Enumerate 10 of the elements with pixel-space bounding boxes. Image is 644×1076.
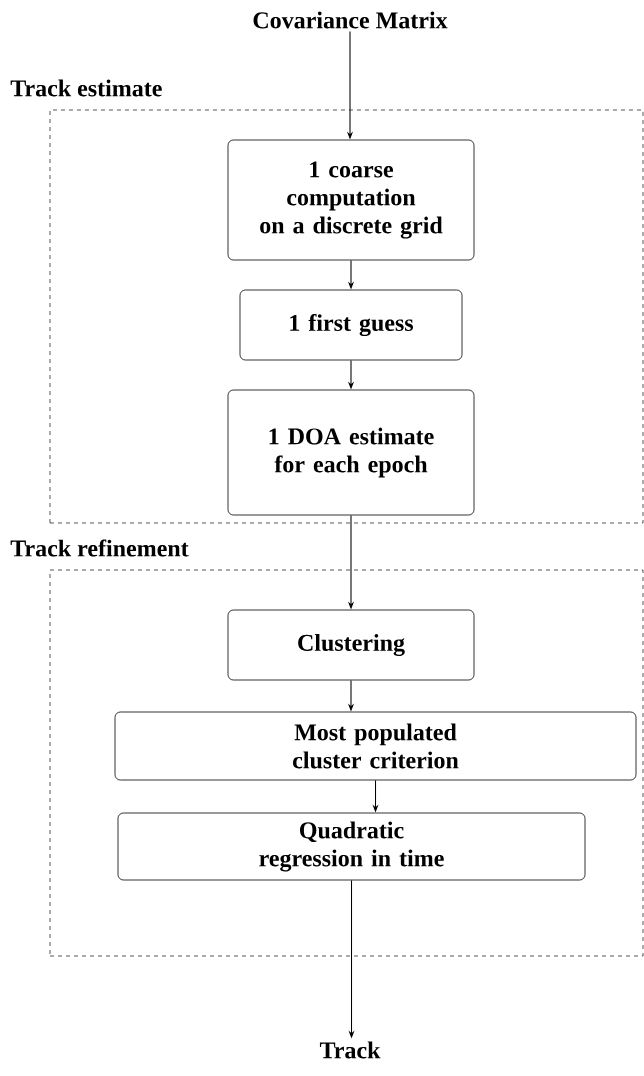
flow-text: Covariance Matrix bbox=[253, 11, 448, 29]
process-box: Quadratic regression in time bbox=[117, 812, 586, 881]
flow-text: Track bbox=[319, 1041, 381, 1059]
process-box: 1 DOA estimate for each epoch bbox=[227, 389, 475, 516]
process-box: 1 first guess bbox=[239, 289, 463, 361]
process-box: 1 coarse computation on a discrete grid bbox=[227, 139, 475, 261]
node-label: Track estimate bbox=[10, 79, 162, 97]
process-box: Most populated cluster criterion bbox=[114, 711, 637, 781]
node-label: Track refinement bbox=[10, 539, 189, 557]
process-box: Clustering bbox=[227, 609, 475, 681]
